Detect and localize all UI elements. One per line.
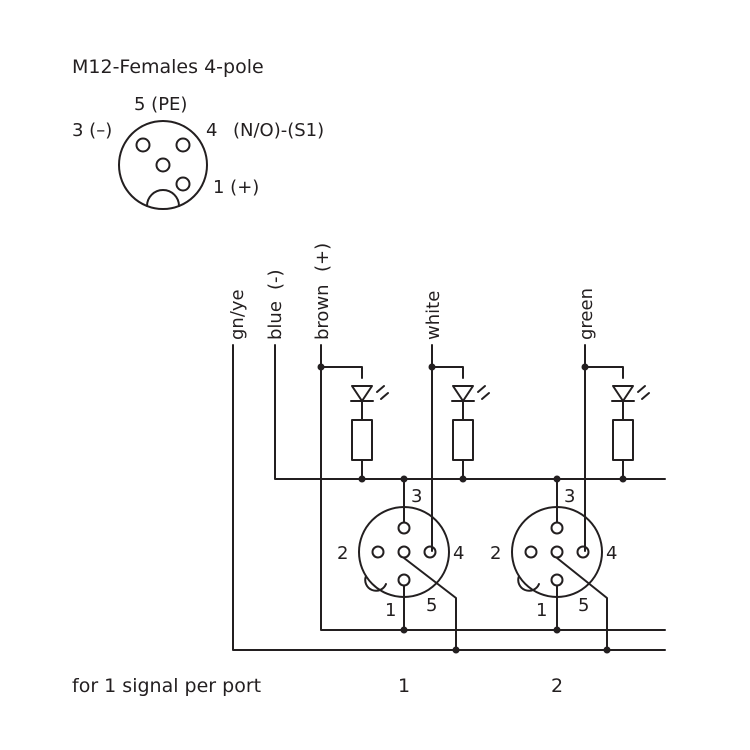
wire-label-blue-sign: (-) — [265, 269, 286, 290]
junction-dot — [603, 646, 611, 654]
port-2-pin-3 — [550, 521, 564, 535]
wire-green-branch — [584, 366, 624, 379]
port-1-pin2-label: 2 — [337, 543, 348, 564]
legend-pin-3 — [135, 137, 151, 153]
port-2-pin-2 — [524, 545, 538, 559]
led-emission-arrows — [637, 385, 650, 400]
legend-pin4-function: (N/O)-(S1) — [233, 120, 324, 141]
led-diode-symbol — [611, 385, 635, 402]
legend-connector-outline — [118, 120, 208, 210]
wire-label-brown-sign: (+) — [312, 243, 333, 272]
led-indicator-brown — [350, 385, 389, 480]
port-2-pin1-label: 1 — [536, 600, 547, 621]
junction-dot — [619, 475, 627, 483]
port-1-pin-2 — [371, 545, 385, 559]
resistor-symbol — [452, 419, 474, 461]
port-2-pin5-label: 5 — [578, 595, 589, 616]
junction-dot — [400, 475, 408, 483]
resistor-symbol — [612, 419, 634, 461]
legend-pin-5 — [155, 157, 171, 173]
wire-brown-branch-1 — [320, 366, 363, 379]
port-2-pin-center — [550, 545, 564, 559]
wire-label-green: green — [576, 288, 597, 340]
legend-pin-1 — [175, 176, 191, 192]
port-1-number: 1 — [398, 675, 410, 697]
junction-dot — [553, 626, 561, 634]
footer-caption: for 1 signal per port — [72, 675, 261, 697]
port-1-pin-4 — [423, 545, 437, 559]
wire-blue — [274, 344, 666, 480]
junction-dot — [400, 626, 408, 634]
legend-pin4-label: 4 — [206, 120, 217, 141]
led-emission-arrows — [477, 385, 490, 400]
wire-label-white: white — [423, 291, 444, 340]
port-1-pin-center — [397, 545, 411, 559]
legend-connector-face — [118, 120, 208, 210]
wire-gnye — [232, 344, 666, 651]
port-2-pin3-label: 3 — [564, 486, 575, 507]
port-1-pin5-label: 5 — [426, 595, 437, 616]
port-1-pin1-label: 1 — [385, 600, 396, 621]
legend-pin3-label: 3 (–) — [72, 120, 112, 141]
led-emission-arrows — [376, 385, 389, 400]
junction-dot — [452, 646, 460, 654]
junction-dot — [459, 475, 467, 483]
port-2-pin4-label: 4 — [606, 543, 617, 564]
port-1-pin-3 — [397, 521, 411, 535]
port-2-connector: 3 2 4 1 5 — [490, 478, 617, 651]
wire-brown — [320, 344, 666, 631]
wire-white-branch — [431, 366, 464, 379]
port-1-pin4-label: 4 — [453, 543, 464, 564]
led-diode-symbol — [451, 385, 475, 402]
port-1-connector: 3 2 4 1 5 — [337, 478, 464, 651]
wire-label-gnye: gn/ye — [227, 289, 248, 340]
port-2-pin-1 — [550, 573, 564, 587]
port-1-pin3-label: 3 — [411, 486, 422, 507]
wire-label-brown: brown — [312, 284, 333, 340]
junction-dots — [317, 363, 627, 654]
led-indicator-green — [611, 385, 650, 480]
junction-dot — [317, 363, 325, 371]
legend-pin5-label: 5 (PE) — [134, 94, 187, 115]
legend-pin1-label: 1 (+) — [213, 177, 259, 198]
wire-label-blue: blue — [265, 301, 286, 340]
junction-dot — [581, 363, 589, 371]
led-diode-symbol — [350, 385, 374, 402]
junction-dot — [553, 475, 561, 483]
port-1-coding-key — [364, 575, 387, 592]
port-2-number: 2 — [551, 675, 563, 697]
junction-dot — [428, 363, 436, 371]
legend-title: M12-Females 4-pole — [72, 56, 264, 78]
port-2-pin-4 — [576, 545, 590, 559]
port-1-pin-1 — [397, 573, 411, 587]
port-2-coding-key — [517, 575, 540, 592]
port-2-pin2-label: 2 — [490, 543, 501, 564]
junction-dot — [358, 475, 366, 483]
led-indicator-white — [451, 385, 490, 480]
legend-coding-key — [146, 189, 180, 207]
legend-pin-4 — [175, 137, 191, 153]
resistor-symbol — [351, 419, 373, 461]
